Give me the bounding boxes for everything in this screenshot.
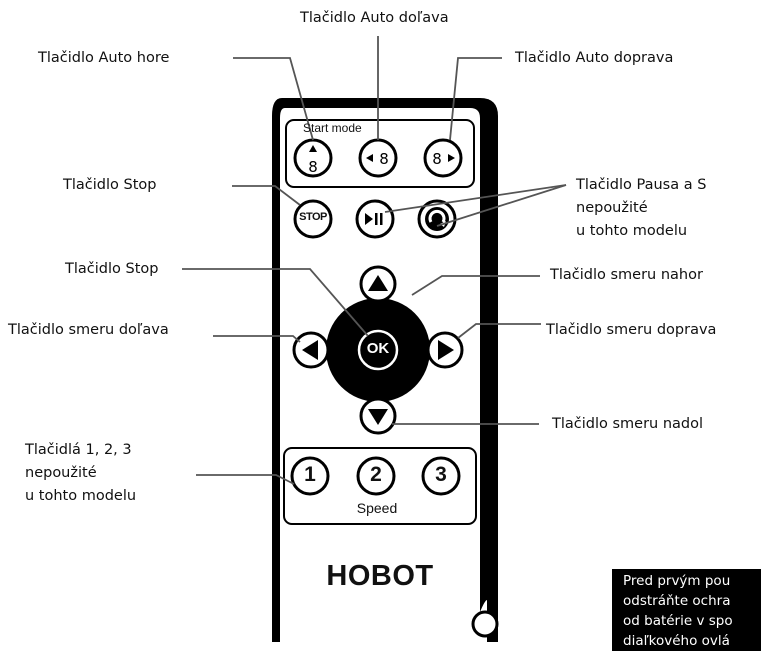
leader-auto-right (449, 57, 502, 141)
label-pause-line-3: u tohto modelu (576, 223, 688, 239)
speed-2-label: 2 (370, 463, 382, 486)
label-dir-right: Tlačidlo smeru doprava (546, 322, 717, 338)
leader-dir-up (411, 275, 540, 296)
leader-speed (196, 474, 295, 485)
note-line: od batérie v spo (623, 613, 733, 629)
label-speed-line-1: Tlačidlá 1, 2, 3 (25, 442, 132, 458)
leader-stop-ok (182, 268, 369, 337)
label-dir-down: Tlačidlo smeru nadol (552, 416, 704, 432)
speed-label: Speed (356, 500, 398, 516)
leader-pause-1 (384, 184, 567, 213)
play-icon (365, 213, 373, 225)
cycle-button[interactable] (417, 199, 457, 239)
label-pause-line-2: nepoužité (576, 200, 648, 216)
down-button[interactable] (359, 397, 397, 435)
note-box: Pred prvým pou odstráňte ochra od batéri… (612, 569, 761, 651)
auto-up-button[interactable]: 8 (293, 138, 333, 178)
leader-stop-top (232, 185, 301, 206)
label-pause-line-1: Tlačidlo Pausa a S (576, 177, 707, 193)
left-button[interactable] (292, 331, 330, 369)
stop-button-label: STOP (299, 211, 327, 223)
speed-1-label: 1 (304, 463, 316, 486)
leader-dir-left (213, 335, 301, 343)
label-auto-up: Tlačidlo Auto hore (38, 50, 170, 66)
ok-button[interactable] (357, 329, 399, 371)
robot-icon: 8 (432, 150, 442, 168)
leader-lines (182, 36, 567, 485)
triangle-down-icon (368, 409, 388, 425)
triangle-left-icon (302, 340, 318, 360)
speed-3-button[interactable] (421, 456, 461, 496)
label-dir-left: Tlačidlo smeru doľava (8, 322, 169, 338)
up-button[interactable] (359, 265, 397, 303)
play-pause-button[interactable] (355, 199, 395, 239)
arrow-right-icon (448, 154, 455, 162)
leader-auto-up (233, 57, 314, 141)
start-mode-panel (285, 119, 475, 188)
ok-button-label: OK (366, 340, 390, 357)
note-line: diaľkového ovlá (623, 633, 730, 649)
label-auto-left: Tlačidlo Auto doľava (300, 10, 449, 26)
auto-left-button[interactable]: 8 (358, 138, 398, 178)
speed-1-button[interactable] (290, 456, 330, 496)
robot-icon: 8 (379, 150, 389, 168)
triangle-up-icon (368, 275, 388, 291)
robot-icon: 8 (308, 158, 318, 176)
rotate-icon (428, 209, 446, 223)
note-line: Pred prvým pou (623, 573, 731, 589)
label-speed-line-3: u tohto modelu (25, 488, 137, 504)
right-button[interactable] (426, 331, 464, 369)
label-stop-ok: Tlačidlo Stop (65, 261, 159, 277)
start-mode-label: Start mode (303, 121, 362, 135)
triangle-right-icon (438, 340, 454, 360)
pause-icon (375, 213, 378, 225)
arrow-left-icon (366, 154, 373, 162)
label-stop-top: Tlačidlo Stop (63, 177, 157, 193)
note-line: odstráňte ochra (623, 593, 731, 609)
label-speed-line-2: nepoužité (25, 465, 97, 481)
speed-panel (283, 447, 477, 525)
speed-3-label: 3 (435, 463, 447, 486)
leader-pause-2 (436, 184, 567, 227)
leader-dir-right (457, 323, 541, 339)
label-dir-up: Tlačidlo smeru nahor (550, 267, 703, 283)
label-auto-right: Tlačidlo Auto doprava (515, 50, 674, 66)
arrow-up-icon (309, 145, 317, 152)
speed-2-button[interactable] (356, 456, 396, 496)
stop-button[interactable] (293, 199, 333, 239)
brand-logo: HOBOT (326, 560, 434, 592)
auto-right-button[interactable]: 8 (423, 138, 463, 178)
